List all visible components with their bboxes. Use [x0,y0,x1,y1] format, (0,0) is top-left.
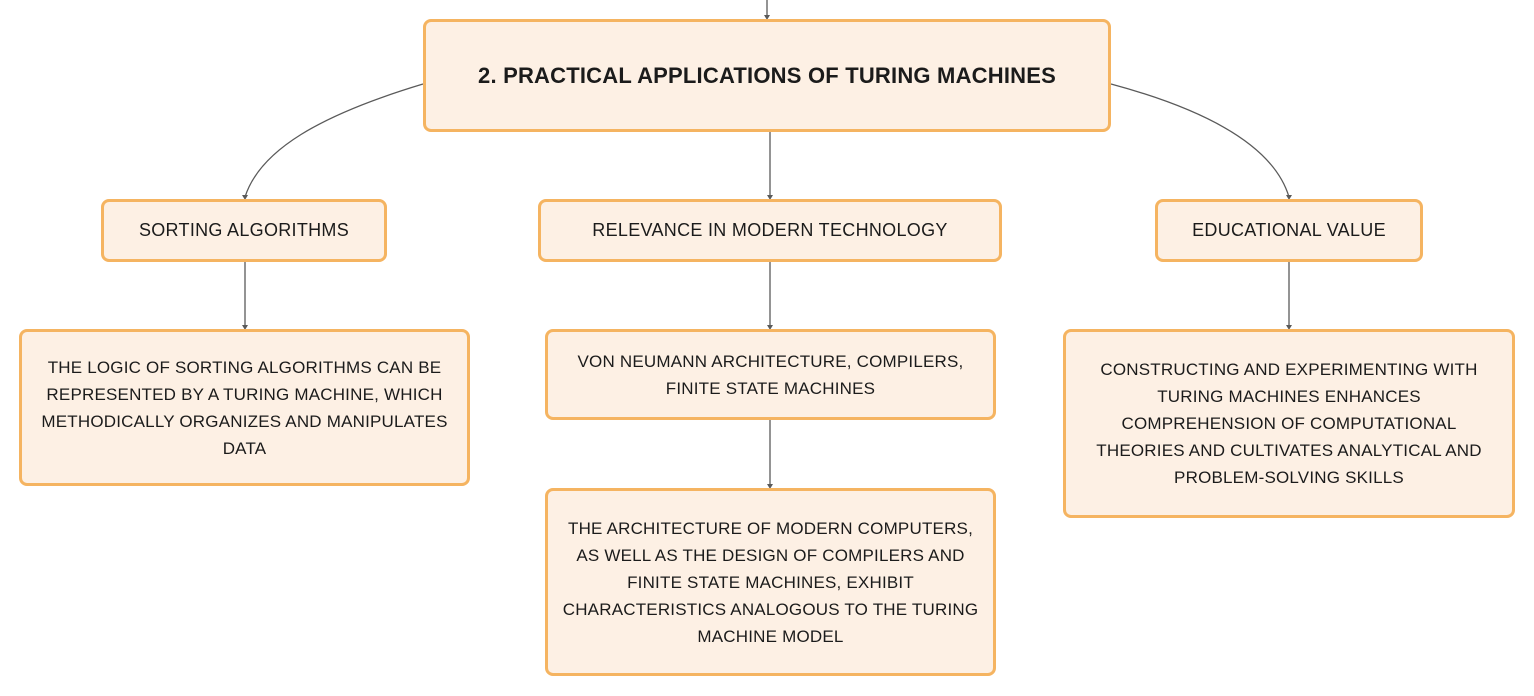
detail-node-educational-value[interactable]: CONSTRUCTING AND EXPERIMENTING WITH TURI… [1063,329,1515,518]
arrowhead-relevance-detail [767,325,773,330]
arrowhead-education [1286,195,1292,200]
branch-label-relevance-modern-technology: RELEVANCE IN MODERN TECHNOLOGY [592,220,948,240]
arrowhead-relevance-sub [767,484,773,489]
arrowhead-sorting-detail [242,325,248,330]
arrowhead-relevance [767,195,773,200]
connector-root-to-sorting [244,83,424,198]
branch-node-sorting-algorithms[interactable]: SORTING ALGORITHMS [101,199,387,262]
detail-node-modern-computers-architecture[interactable]: THE ARCHITECTURE OF MODERN COMPUTERS, AS… [545,488,996,676]
root-topic-label: 2. PRACTICAL APPLICATIONS OF TURING MACH… [478,62,1056,88]
branch-node-educational-value[interactable]: EDUCATIONAL VALUE [1155,199,1423,262]
detail-text-von-neumann: VON NEUMANN ARCHITECTURE, COMPILERS, FIN… [577,351,964,398]
arrowhead-education-detail [1286,325,1292,330]
detail-text-educational-value: CONSTRUCTING AND EXPERIMENTING WITH TURI… [1096,360,1482,487]
branch-label-educational-value: EDUCATIONAL VALUE [1192,220,1386,240]
detail-node-sorting-algorithms[interactable]: THE LOGIC OF SORTING ALGORITHMS CAN BE R… [19,329,470,486]
branch-node-relevance-modern-technology[interactable]: RELEVANCE IN MODERN TECHNOLOGY [538,199,1002,262]
detail-node-von-neumann[interactable]: VON NEUMANN ARCHITECTURE, COMPILERS, FIN… [545,329,996,420]
root-topic-node[interactable]: 2. PRACTICAL APPLICATIONS OF TURING MACH… [423,19,1111,132]
arrowhead-incoming-root [764,15,770,20]
connector-root-to-education [1110,83,1290,198]
detail-text-sorting-algorithms: THE LOGIC OF SORTING ALGORITHMS CAN BE R… [41,357,448,458]
arrowhead-sorting [242,195,248,200]
branch-label-sorting-algorithms: SORTING ALGORITHMS [138,220,350,240]
detail-text-modern-computers-architecture: THE ARCHITECTURE OF MODERN COMPUTERS, AS… [562,518,979,646]
